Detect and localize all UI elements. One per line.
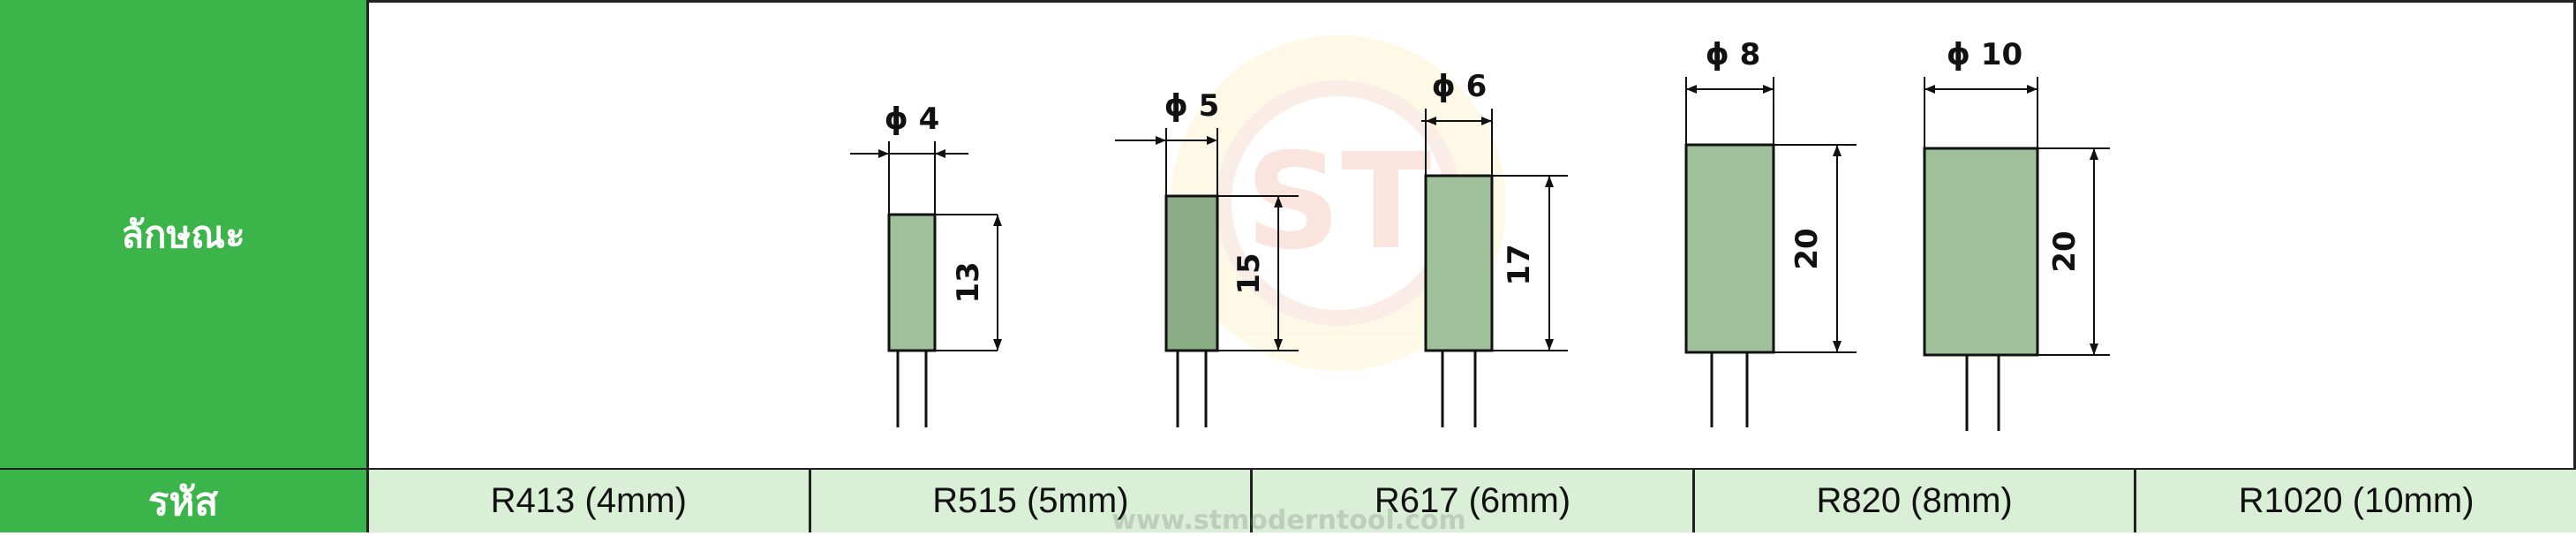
- part-r1020: ϕ 10 20: [1923, 37, 2110, 431]
- diameter-label-r515: ϕ 5: [1164, 88, 1220, 124]
- part-body-r515: [1164, 194, 1219, 352]
- height-label-r820: 20: [1789, 228, 1825, 269]
- code-row: รหัส R413 (4mm) R515 (5mm) R617 (6mm) R8…: [0, 470, 2576, 536]
- diameter-label-r820: ϕ 8: [1706, 37, 1761, 72]
- parts-drawing: ST ϕ 4 13 ϕ 5: [850, 35, 2110, 431]
- diameter-label-r1020: ϕ 10: [1947, 37, 2022, 72]
- watermark-logo-text: ST: [1246, 125, 1431, 279]
- characteristics-row: ลักษณะ ST ϕ 4 13: [0, 0, 2110, 470]
- height-label-r617: 17: [1502, 244, 1537, 285]
- code-cell-r820: R820 (8mm): [1691, 470, 2135, 532]
- height-label-r413: 13: [951, 261, 986, 303]
- part-r413: ϕ 4 13: [850, 102, 1002, 427]
- code-cell-r1020: R1020 (10mm): [2134, 470, 2576, 532]
- code-cell-r515: R515 (5mm): [808, 470, 1251, 532]
- part-body-r820: [1684, 143, 1775, 354]
- code-cells: R413 (4mm) R515 (5mm) R617 (6mm) R820 (8…: [369, 470, 2576, 532]
- code-header: รหัส: [0, 470, 369, 532]
- code-cell-r413: R413 (4mm): [369, 470, 809, 532]
- part-body-r1020: [1923, 147, 2039, 357]
- part-body-r413: [887, 213, 937, 352]
- part-r617: ϕ 6 17: [1421, 69, 1568, 427]
- part-body-r617: [1424, 174, 1494, 352]
- part-r820: ϕ 8 20: [1684, 37, 1857, 427]
- part-r515: ϕ 5 15: [1115, 88, 1299, 427]
- height-label-r1020: 20: [2047, 230, 2083, 272]
- code-cell-r617: R617 (6mm): [1250, 470, 1692, 532]
- characteristics-header: ลักษณะ: [0, 0, 369, 470]
- diameter-label-r413: ϕ 4: [885, 102, 940, 137]
- diameter-label-r617: ϕ 6: [1432, 69, 1488, 104]
- height-label-r515: 15: [1232, 253, 1267, 294]
